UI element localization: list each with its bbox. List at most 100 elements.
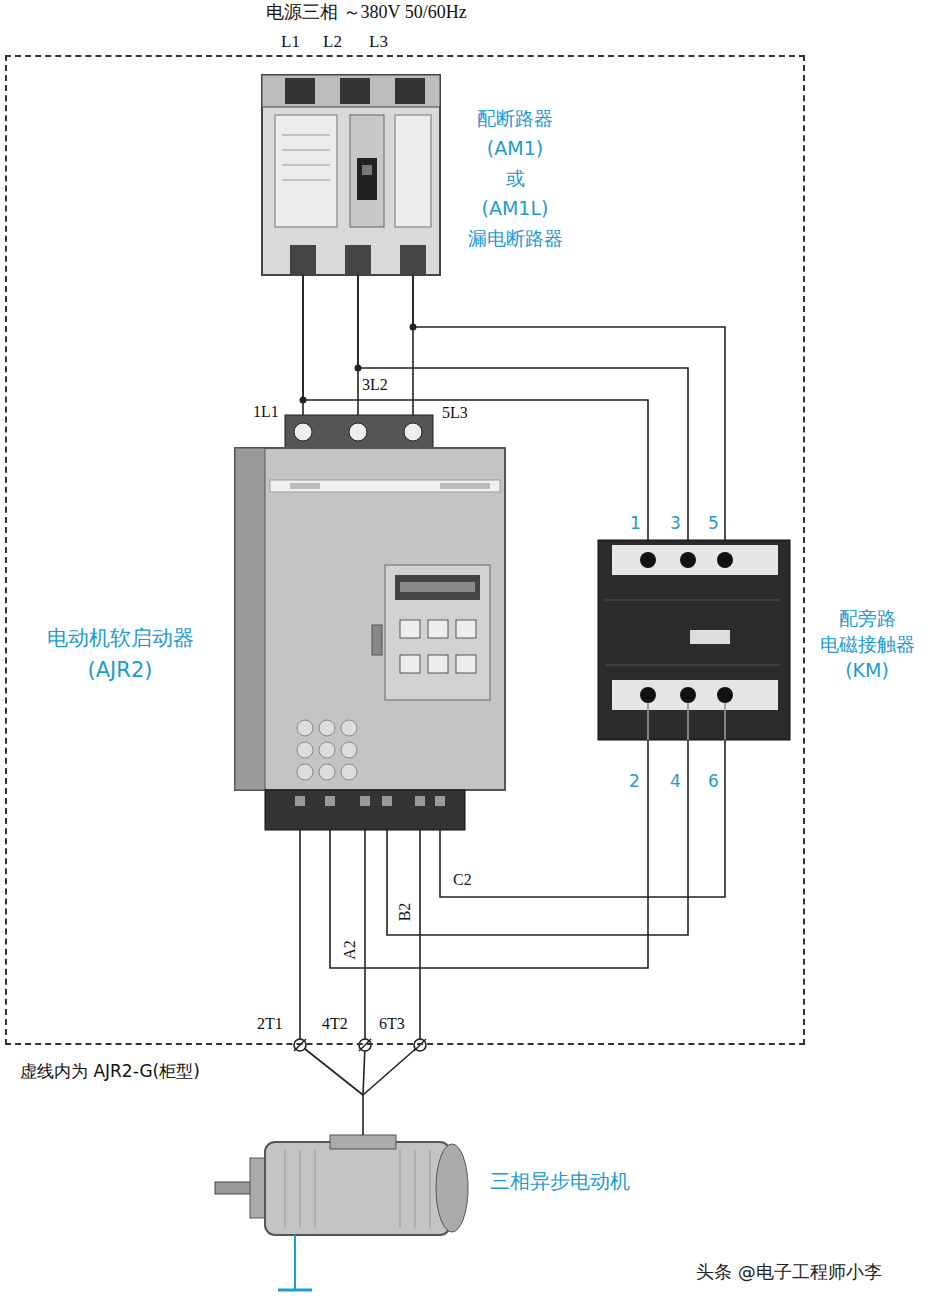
- soft-starter-illustration-part: [270, 480, 500, 492]
- soft-starter-illustration-part: [404, 423, 422, 441]
- terminal-symbol: [359, 1039, 371, 1051]
- breaker-illustration-part: [275, 115, 337, 227]
- breaker-illustration-part: [262, 75, 440, 275]
- breaker-illustration-part: [282, 165, 330, 166]
- soft-starter-illustration: [235, 415, 505, 830]
- contactor-illustration-part: [687, 703, 689, 740]
- terminal-symbol: [414, 1039, 426, 1051]
- soft-starter-illustration-part: [400, 582, 475, 592]
- phase-label: L1: [280, 33, 301, 52]
- soft-starter-illustration-part: [325, 796, 335, 806]
- motor-illustration-part: [265, 1142, 450, 1235]
- soft-starter: 电动机软启动器 (AJR2): [235, 415, 505, 830]
- ground-symbol-part: [278, 1289, 312, 1292]
- wire: [300, 830, 363, 1095]
- motor-illustration-part: [436, 1144, 468, 1232]
- wire: [303, 275, 648, 540]
- soft-starter-illustration-part: [395, 575, 480, 600]
- bypass-contactor-label: 配旁路 电磁接触器 (KM): [812, 605, 922, 683]
- soft-starter-illustration-part: [290, 483, 320, 489]
- terminal-number: 2: [628, 772, 641, 791]
- junction-dot: [355, 365, 362, 372]
- breaker-illustration-part: [262, 75, 440, 107]
- terminal-number: 1: [629, 514, 642, 533]
- breaker-illustration-part: [357, 158, 377, 200]
- breaker-illustration: [262, 75, 440, 275]
- terminal-name: 5L3: [441, 404, 469, 422]
- terminal-number: 3: [669, 514, 682, 533]
- soft-starter-illustration-part: [428, 620, 448, 638]
- breaker-illustration-part: [400, 245, 426, 275]
- terminal-name: 6T3: [378, 1015, 406, 1033]
- soft-starter-illustration-part: [360, 796, 370, 806]
- induction-motor: 三相异步电动机: [215, 1135, 470, 1240]
- wire-name: C2: [452, 871, 473, 889]
- contactor-illustration-part: [647, 703, 649, 740]
- wire-bundle: [294, 830, 426, 1135]
- motor-illustration-part: [300, 1150, 301, 1228]
- terminal-symbol: [414, 1039, 426, 1051]
- wire-bundle: [300, 275, 726, 540]
- junction-dot: [300, 397, 307, 404]
- contactor-illustration-part: [605, 600, 780, 601]
- soft-starter-illustration-part: [319, 764, 335, 780]
- terminal-number: 4: [669, 772, 682, 791]
- terminal-name: 1L1: [252, 403, 280, 421]
- terminal-symbol: [294, 1039, 306, 1051]
- contactor-illustration: [598, 540, 790, 740]
- terminal-number: 6: [707, 772, 720, 791]
- breaker-illustration-part: [340, 78, 370, 104]
- contactor-illustration-part: [717, 552, 733, 568]
- breaker-illustration-part: [282, 150, 330, 151]
- breaker-illustration-part: [395, 115, 431, 227]
- soft-starter-illustration-part: [440, 483, 490, 489]
- breaker-illustration-part: [282, 135, 330, 136]
- terminal-number: 5: [707, 514, 720, 533]
- circuit-breaker-label: 配断路器 (AM1) 或 (AM1L) 漏电断路器: [450, 103, 580, 253]
- soft-starter-illustration-part: [319, 742, 335, 758]
- contactor-illustration-part: [717, 687, 733, 703]
- wire: [440, 740, 725, 897]
- phase-label: L3: [368, 33, 389, 52]
- soft-starter-illustration-part: [297, 742, 313, 758]
- breaker-illustration-part: [395, 78, 425, 104]
- terminal-name: 4T2: [321, 1015, 349, 1033]
- motor-illustration-part: [430, 1150, 431, 1228]
- soft-starter-illustration-part: [341, 742, 357, 758]
- soft-starter-illustration-part: [341, 764, 357, 780]
- junction-dot: [410, 324, 417, 331]
- ground-symbol: [278, 1235, 312, 1290]
- contactor-illustration-part: [640, 552, 656, 568]
- breaker-illustration-part: [285, 78, 315, 104]
- contactor-illustration-part: [680, 552, 696, 568]
- motor-illustration-part: [315, 1150, 316, 1228]
- breaker-illustration-part: [282, 180, 330, 181]
- contactor-illustration-part: [598, 540, 790, 740]
- soft-starter-label: 电动机软启动器 (AJR2): [35, 622, 205, 686]
- soft-starter-illustration-part: [297, 720, 313, 736]
- soft-starter-illustration-part: [349, 423, 367, 441]
- soft-starter-illustration-part: [285, 415, 433, 450]
- terminal-symbol: [359, 1039, 371, 1051]
- watermark: 头条 @电子工程师小李: [695, 1262, 883, 1282]
- soft-starter-illustration-part: [372, 625, 382, 655]
- contactor-illustration-part: [690, 630, 730, 644]
- soft-starter-illustration-part: [295, 796, 305, 806]
- motor-illustration: [215, 1135, 468, 1235]
- cabinet-boundary: 虚线内为 AJR2-G(柜型)配断路器 (AM1) 或 (AM1L) 漏电断路器…: [5, 55, 805, 1045]
- wire: [330, 740, 648, 968]
- wire: [413, 275, 725, 540]
- wire: [363, 830, 365, 1095]
- phase-label: L2: [322, 33, 343, 52]
- bypass-contactor: 配旁路 电磁接触器 (KM): [598, 540, 790, 740]
- ground-symbol-part: [294, 1235, 296, 1289]
- soft-starter-illustration-part: [428, 655, 448, 673]
- breaker-illustration-part: [350, 115, 384, 227]
- soft-starter-illustration-part: [400, 620, 420, 638]
- terminal-name: 2T1: [256, 1015, 284, 1033]
- contactor-illustration-part: [612, 545, 778, 575]
- motor-illustration-part: [330, 1135, 396, 1149]
- wire-bundle: [330, 740, 725, 968]
- breaker-illustration-part: [362, 165, 372, 175]
